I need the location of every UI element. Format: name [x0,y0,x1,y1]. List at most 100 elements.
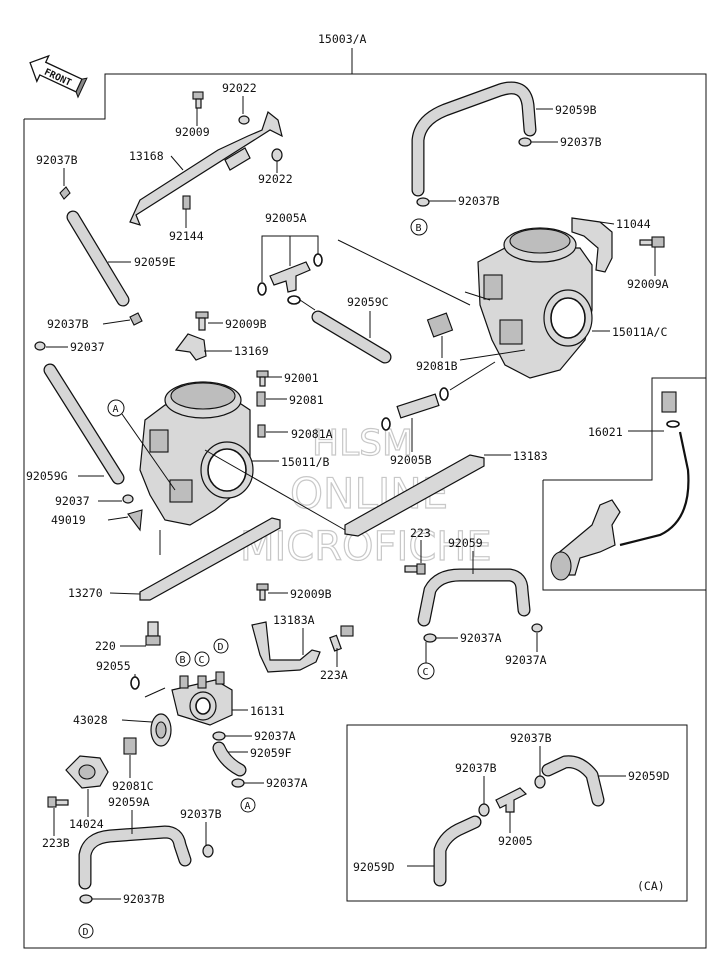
clamp-92037-mid [122,494,134,504]
o-ring-92055 [130,676,140,690]
spring-92081a [257,424,266,438]
bracket-13168 [129,110,283,226]
label-13168: 13168 [129,149,164,163]
screw-92001 [256,370,269,387]
clamp-92037b-bot [79,894,93,904]
clamp-92037-top [34,341,46,351]
callout-b-1: B [410,218,428,236]
clamp-92037b-r2 [416,197,430,207]
label-223: 223 [410,526,431,540]
ca-hose-box [346,724,688,902]
washer-92022-b [271,148,283,162]
clamp-92037a-l1 [212,731,226,741]
hose-92059f [212,741,247,777]
svg-text:D: D [218,642,224,653]
assembly-label: 15003/A [318,32,367,46]
label-92005b: 92005B [390,453,432,467]
label-14024: 14024 [69,817,104,831]
hose-92059 [417,568,531,627]
label-92009b-top: 92009B [225,317,267,331]
screw-223a [329,625,354,652]
clamp-92037a-l2 [231,778,245,788]
bolt-92009 [192,91,204,109]
label-13270: 13270 [68,586,103,600]
label-92037b-bot: 92037B [123,892,165,906]
label-15011ac: 15011A/C [612,325,667,339]
label-92037a-r2: 92037A [505,653,547,667]
bar-13183 [344,454,485,537]
label-92059: 92059 [448,536,483,550]
callout-d-1: D [213,638,229,654]
callout-c-1: C [417,642,435,680]
label-92037a-r1: 92037A [460,631,502,645]
ring-92005a-right [313,253,323,267]
label-11044: 11044 [616,217,651,231]
label-16021: 16021 [588,425,623,439]
tee-fitting-92005a [269,261,311,293]
svg-text:A: A [113,404,119,415]
label-92037a-l1: 92037A [254,729,296,743]
clamp-ca-92037b-b [478,803,490,817]
clamp-ca-92037b-a [534,775,546,789]
bar-13270 [139,517,281,601]
screw-223 [404,563,426,575]
bracket-11044 [571,217,613,273]
label-ca-92059d-b: 92059D [353,860,395,874]
label-92144: 92144 [169,229,204,243]
callout-b-2: B [175,651,191,667]
label-92022-b: 92022 [258,172,293,186]
ca-cable-box [542,377,707,591]
label-92037-mid: 92037 [55,494,90,508]
label-92009b-low: 92009B [290,587,332,601]
label-92037b-r2: 92037B [458,194,500,208]
label-92059g: 92059G [26,469,68,483]
hose-92059e [66,210,130,307]
label-92037a-l2: 92037A [266,776,308,790]
label-13183: 13183 [513,449,548,463]
callout-a-2: A [240,797,256,813]
label-92001: 92001 [284,371,319,385]
fitting-92005b [381,387,449,431]
svg-text:D: D [83,927,89,938]
label-13183a: 13183A [273,613,315,627]
spring-92081b [426,312,454,338]
hose-92059c [311,310,392,364]
label-92037b-mid: 92037B [47,317,89,331]
label-92037-top: 92037 [70,340,105,354]
spring-92081 [256,391,266,407]
label-92081: 92081 [289,393,324,407]
hose-92059d-b [433,815,482,887]
label-223a: 223A [320,668,348,682]
spring-92144 [182,195,191,210]
label-92037b-top: 92037B [36,153,78,167]
label-92037b-bl: 92037B [180,807,222,821]
label-92005a: 92005A [265,211,307,225]
hose-92059b [411,81,537,197]
valve-cover-14024 [65,755,109,789]
label-92081a: 92081A [291,427,333,441]
ring-92005a-bottom [287,295,301,305]
carburetor-15011b [139,381,254,526]
label-92037b-r1: 92037B [560,135,602,149]
label-92009a: 92009A [627,277,669,291]
label-13169: 13169 [234,344,269,358]
label-15011b: 15011/B [281,455,330,469]
clamp-92037b-bl [202,844,214,858]
clamp-92037b-top [59,186,71,200]
callout-d-2: D [78,923,94,939]
hose-92059a [78,825,192,890]
main-frame [23,73,707,949]
label-92059e: 92059E [134,255,176,269]
label-92055: 92055 [96,659,131,673]
label-223b: 223B [42,836,70,850]
clamp-92037a-r2 [531,623,543,633]
label-ca-92059d-a: 92059D [628,769,670,783]
jet-49019 [127,509,143,532]
washer-92022-a [238,115,250,125]
label-92059b: 92059B [555,103,597,117]
tee-fitting-92005 [495,787,528,813]
bolt-92009a [639,236,665,248]
label-ca-92037b-b: 92037B [455,761,497,775]
svg-text:C: C [423,667,429,678]
